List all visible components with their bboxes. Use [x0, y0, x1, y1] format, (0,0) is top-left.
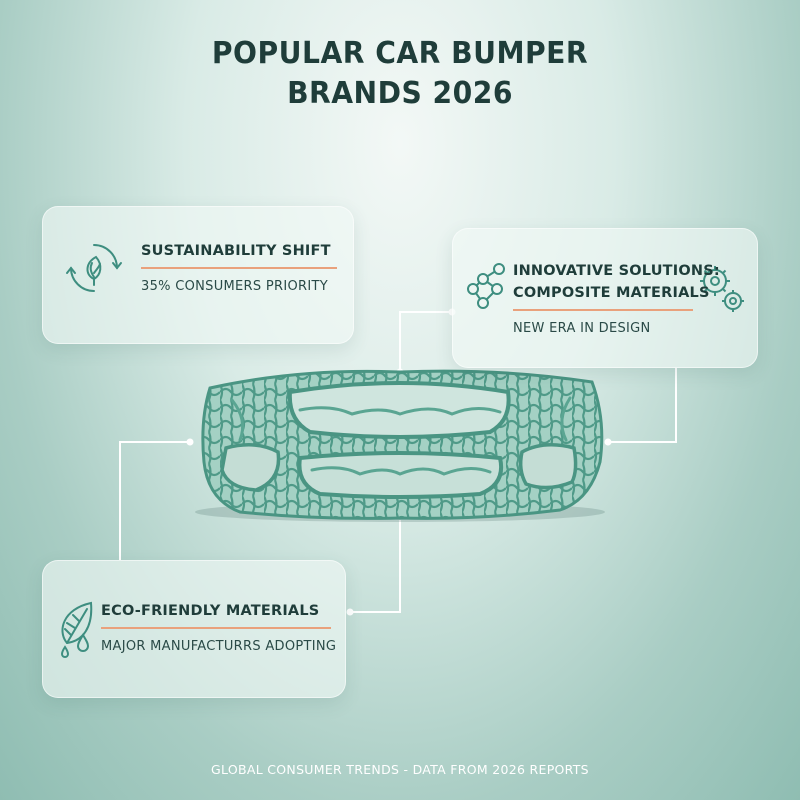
- footer-caption: GLOBAL CONSUMER TRENDS - DATA FROM 2026 …: [211, 762, 589, 777]
- eco-rule: [101, 627, 331, 629]
- card-innovative-solutions: INNOVATIVE SOLUTIONS: COMPOSITE MATERIAL…: [452, 228, 758, 368]
- title-line-1: POPULAR CAR BUMPER: [211, 36, 589, 71]
- recycle-leaf-icon: [66, 244, 122, 292]
- sustainability-heading: SUSTAINABILITY SHIFT: [141, 243, 331, 259]
- title-line-2: BRANDS 2026: [287, 76, 513, 111]
- page-title: POPULAR CAR BUMPER BRANDS 2026: [24, 34, 776, 114]
- leaf-water-drop-icon: [60, 601, 93, 658]
- card-eco-friendly-materials: ECO-FRIENDLY MATERIALS MAJOR MANUFACTURR…: [42, 560, 346, 698]
- connector-eco-left: [119, 441, 190, 560]
- molecule-network-icon: [467, 263, 505, 309]
- innovative-subtext: NEW ERA IN DESIGN: [513, 321, 651, 336]
- eco-subtext: MAJOR MANUFACTURRS ADOPTING: [101, 639, 337, 654]
- innovative-heading-line-2: COMPOSITE MATERIALS: [513, 285, 710, 301]
- eco-heading: ECO-FRIENDLY MATERIALS: [101, 603, 320, 619]
- connector-eco-bottom: [350, 520, 401, 613]
- innovative-heading-line-1: INNOVATIVE SOLUTIONS:: [513, 263, 720, 279]
- sustainability-rule: [141, 267, 337, 269]
- connector-innovative-right: [608, 368, 677, 443]
- gears-icon: [700, 266, 744, 312]
- innovative-rule: [513, 309, 693, 311]
- connector-innovative-top: [399, 311, 452, 372]
- card-sustainability-shift: SUSTAINABILITY SHIFT 35% CONSUMERS PRIOR…: [42, 206, 354, 344]
- sustainability-subtext: 35% CONSUMERS PRIORITY: [141, 279, 328, 294]
